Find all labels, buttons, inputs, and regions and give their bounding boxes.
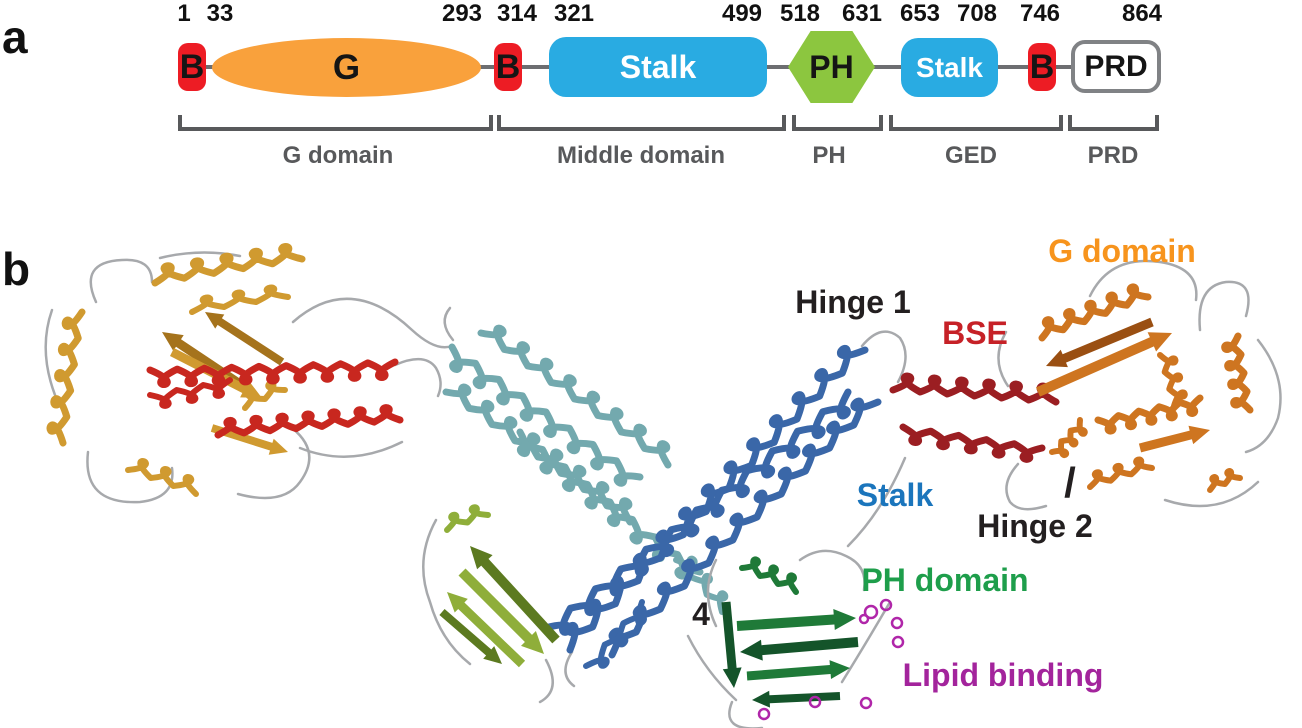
bracket-label-g-domain: G domain [282, 142, 394, 169]
right-g-domain [997, 259, 1282, 511]
annotation-ph-domain: PH domain [861, 562, 1029, 598]
bracket-label-ged: GED [944, 142, 998, 169]
bracket-label-prd: PRD [1087, 142, 1139, 169]
right-stalk-blue [541, 330, 907, 688]
bracket-prd [1068, 115, 1159, 131]
domain-prd: PRD [1071, 40, 1161, 93]
domain-stalk1: Stalk [549, 37, 767, 97]
residue-number: 499 [721, 0, 763, 27]
bracket-g-domain [178, 115, 493, 131]
residue-number: 708 [956, 0, 998, 27]
residue-number: 1 [177, 0, 191, 27]
annotation-bse: BSE [942, 315, 1008, 351]
domain-stalk2: Stalk [901, 38, 998, 97]
annotation-hinge-2-pointer: / [1064, 459, 1076, 506]
residue-number: 33 [206, 0, 234, 27]
residue-number: 653 [899, 0, 941, 27]
annotation-stalk: Stalk [856, 477, 934, 513]
annotation-helix-4: 4 [692, 596, 710, 632]
annotation-g-domain: G domain [1048, 233, 1196, 269]
panel-a-label: a [2, 11, 28, 63]
annotation-hinge-2: Hinge 2 [977, 508, 1093, 544]
left-bse [146, 358, 442, 458]
right-ph-domain [686, 549, 892, 728]
residue-number: 746 [1019, 0, 1061, 27]
bracket-label-ph: PH [812, 142, 846, 169]
annotation-hinge-1: Hinge 1 [795, 284, 911, 320]
hinge2-coil [1049, 417, 1088, 459]
bracket-middle-domain [497, 115, 786, 131]
domain-b3: B [1028, 43, 1056, 91]
domain-b2: B [494, 43, 522, 91]
left-stalk-teal [442, 306, 729, 615]
domain-b1: B [178, 43, 206, 91]
annotation-lipid-binding: Lipid binding [902, 657, 1104, 693]
residue-number: 321 [553, 0, 595, 27]
residue-number: 864 [1121, 0, 1163, 27]
bracket-ged [889, 115, 1063, 131]
domain-g: G [212, 38, 481, 97]
residue-number: 293 [441, 0, 483, 27]
panel-b-label: b [2, 243, 31, 295]
bracket-ph [792, 115, 883, 131]
residue-number: 631 [841, 0, 883, 27]
residue-number: 518 [779, 0, 821, 27]
right-bse [846, 372, 1060, 548]
lipid-binding-sites [757, 598, 905, 721]
left-ph-domain [422, 504, 560, 704]
residue-number: 314 [496, 0, 538, 27]
bracket-label-middle-domain: Middle domain [557, 142, 725, 169]
